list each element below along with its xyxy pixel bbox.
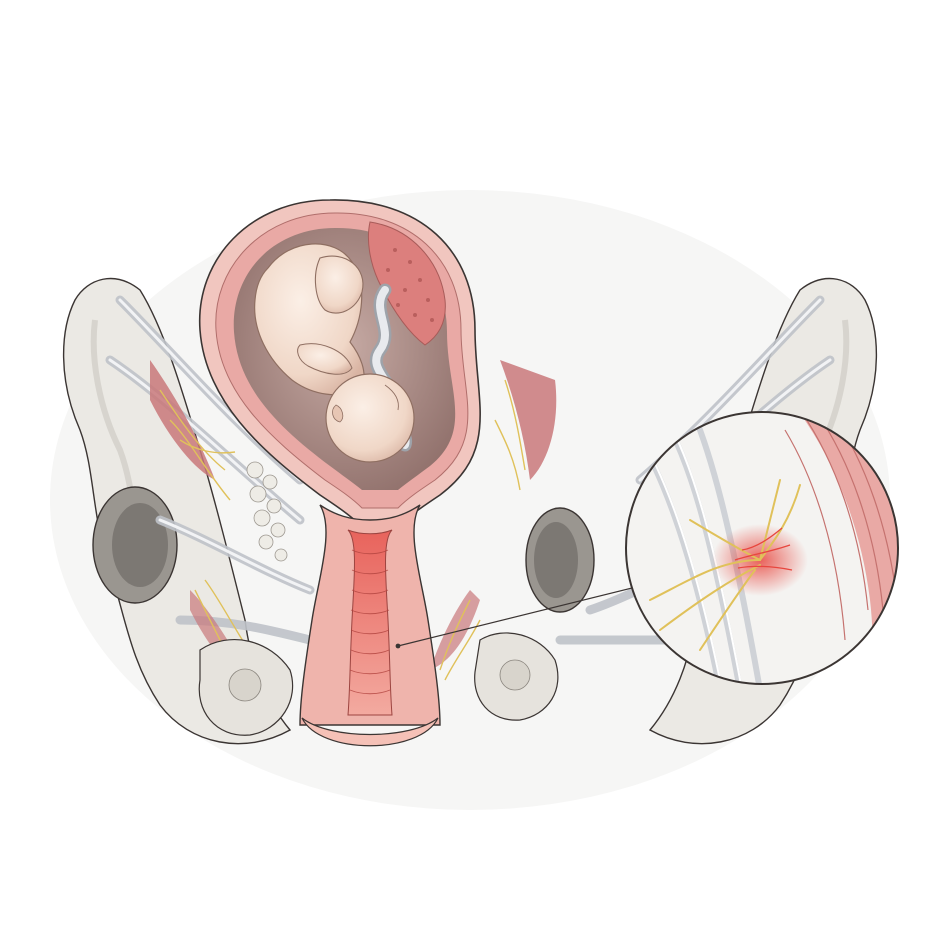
left-obturator-inner <box>112 503 168 587</box>
right-muscle <box>500 360 557 480</box>
magnifier-inset <box>625 411 899 685</box>
fetus-face-line <box>384 384 399 411</box>
right-lower-muscle <box>430 590 480 670</box>
introitus <box>301 717 439 747</box>
inset-inflamed-fibers <box>734 527 793 571</box>
left-ischium-marrow <box>228 668 262 702</box>
left-muscle <box>150 360 215 480</box>
right-obturator-inner <box>534 522 578 598</box>
placenta <box>367 221 446 346</box>
fetus-head <box>325 373 415 463</box>
fetus-leg <box>314 255 364 314</box>
placenta-texture <box>386 248 434 322</box>
fetus-ear <box>332 404 344 423</box>
canal-rugae <box>349 549 391 695</box>
left-fat-lobules <box>246 461 288 562</box>
callout-anchor-dot <box>395 643 401 649</box>
inset-muscle-wall <box>790 412 898 684</box>
vaginal-canal <box>347 529 393 716</box>
callout-leader-line <box>397 585 641 647</box>
right-ischium-marrow <box>499 659 531 691</box>
fetus-arm <box>297 343 353 375</box>
inset-border <box>625 411 899 685</box>
fetus <box>254 243 415 463</box>
inset-nerves <box>649 479 801 651</box>
